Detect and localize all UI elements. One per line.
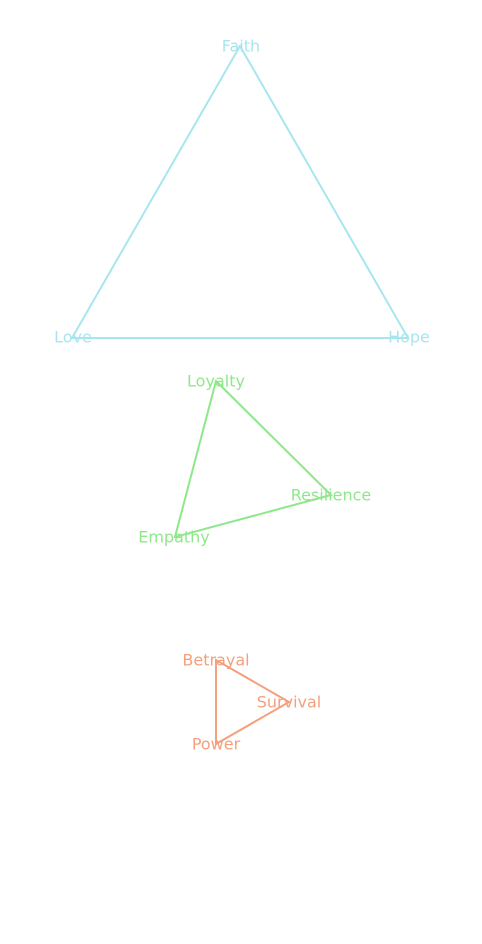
triangle-faith-hope-love: Faith Hope Love: [54, 37, 430, 347]
vertex-label-resilience: Resilience: [291, 486, 372, 505]
vertex-label-empathy: Empathy: [138, 528, 210, 547]
vertex-label-love: Love: [54, 328, 92, 347]
vertex-label-hope: Hope: [388, 328, 430, 347]
triangle-outline-1: [70, 43, 410, 339]
vertex-label-power: Power: [192, 735, 241, 754]
triangle-outline-2: [173, 379, 333, 539]
vertex-label-loyalty: Loyalty: [187, 372, 245, 391]
vertex-label-survival: Survival: [257, 693, 322, 712]
triangle-outline-3: [215, 658, 292, 746]
vertex-label-faith: Faith: [222, 37, 260, 56]
vertex-label-betrayal: Betrayal: [182, 651, 249, 670]
triangle-betrayal-survival-power: Betrayal Survival Power: [182, 651, 321, 754]
triangle-loyalty-resilience-empathy: Loyalty Resilience Empathy: [138, 372, 371, 547]
